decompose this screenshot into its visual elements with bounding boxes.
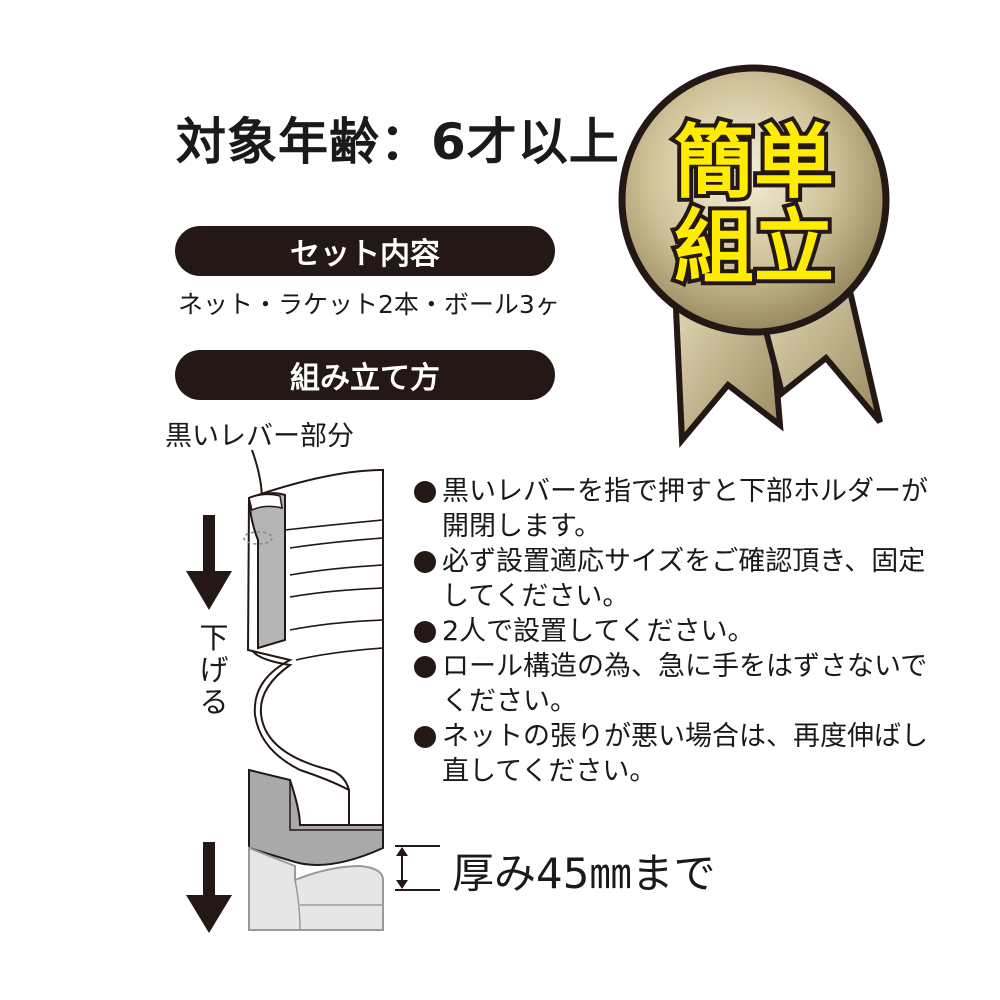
target-age: 対象年齢：6才以上 (176, 113, 620, 171)
lowered-holder-ghost (248, 846, 384, 931)
thickness-label: 厚み45㎜まで (452, 849, 716, 898)
thickness-dimension-marker (395, 845, 440, 891)
down-arrow-icon (186, 842, 232, 933)
lever-label: 黒いレバー部分 (165, 421, 354, 452)
instruction-item: 必ず設置適応サイズをご確認頂き、固定してください。 (412, 544, 932, 614)
badge-medal (618, 64, 890, 336)
badge-line2: 組立 (674, 201, 834, 294)
lower-holder-gray (248, 768, 384, 866)
set-contents-text: ネット・ラケット2本・ボール3ヶ (178, 290, 560, 319)
down-arrow-icon (186, 515, 232, 610)
instruction-item: ネットの張りが悪い場合は、再度伸ばし直してください。 (412, 719, 932, 789)
easy-assembly-badge: 簡単 組立 (618, 64, 890, 448)
assembly-heading: 組み立て方 (175, 350, 555, 400)
instruction-item: ロール構造の為、急に手をはずさないでください。 (412, 649, 932, 719)
instruction-item: 黒いレバーを指で押すと下部ホルダーが開閉します。 (412, 474, 932, 544)
lower-instruction-label: 下げる (199, 621, 229, 719)
instruction-item: 2人で設置してください。 (412, 614, 932, 649)
badge-line1: 簡単 (674, 116, 834, 209)
instruction-list: 黒いレバーを指で押すと下部ホルダーが開閉します。 必ず設置適応サイズをご確認頂き… (412, 474, 932, 789)
lever-leader-line (251, 449, 263, 501)
set-contents-heading: セット内容 (175, 226, 555, 276)
